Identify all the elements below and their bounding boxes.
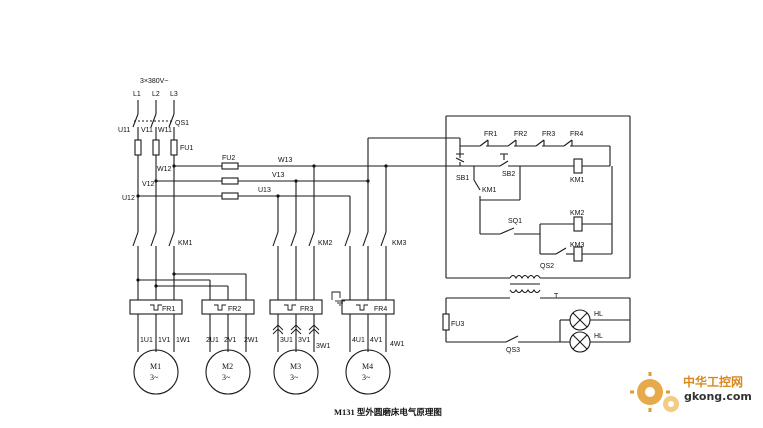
m1-terminal-w: 1W1 <box>176 337 191 344</box>
watermark-site: gkong.com <box>684 390 752 403</box>
m3-terminal-u: 3U1 <box>280 337 293 344</box>
sq1-rung <box>479 166 613 262</box>
bus-w13-label: W13 <box>278 157 293 164</box>
lamp-hl2-label: HL <box>594 333 603 340</box>
km2-coil-label: KM2 <box>570 210 585 217</box>
fuse-fu3-label: FU3 <box>451 321 464 328</box>
lamp-hl1-label: HL <box>594 311 603 318</box>
motor-m2-name: M2 <box>222 362 233 371</box>
main-supply-lines <box>132 100 175 140</box>
bus-v13-label: V13 <box>272 172 285 179</box>
fuse-fu2-label: FU2 <box>222 155 235 162</box>
transformer-label: T <box>554 293 559 300</box>
stop-start-rung <box>455 153 610 174</box>
phase-l1-label: L1 <box>133 91 141 98</box>
motor-m2-phase: 3~ <box>222 373 231 382</box>
m4-terminal-v: 4V1 <box>370 337 383 344</box>
bus-w12-label: W12 <box>157 166 172 173</box>
m1-terminal-v: 1V1 <box>158 337 171 344</box>
bus-v12 <box>154 177 368 185</box>
bus-u13-label: U13 <box>258 187 271 194</box>
phase-verticals <box>137 155 175 232</box>
m2-terminal-w: 2W1 <box>244 337 259 344</box>
lamp-switch-label: QS3 <box>506 347 520 354</box>
phase-l3-label: L3 <box>170 91 178 98</box>
motor-m4-name: M4 <box>362 362 373 371</box>
start-button-label: SB2 <box>502 171 515 178</box>
m1-terminal-u: 1U1 <box>140 337 153 344</box>
thermal-relay-fr2-label: FR2 <box>228 306 241 313</box>
stop-button-label: SB1 <box>456 175 469 182</box>
selector-qs2-label: QS2 <box>540 263 554 270</box>
contactor-km2 <box>272 231 315 300</box>
fr-contacts <box>459 138 611 166</box>
motor-m3-name: M3 <box>290 362 301 371</box>
m2-terminal-v: 2V1 <box>224 337 237 344</box>
thermal-relay-fr4-label: FR4 <box>374 306 387 313</box>
fr4-contact-label: FR4 <box>570 131 583 138</box>
fuse-fu1 <box>134 139 178 156</box>
bus-u12 <box>136 192 350 200</box>
bus-w12 <box>172 162 460 170</box>
watermark-brand: 中华工控网 <box>683 374 743 389</box>
motor-leads <box>137 314 387 352</box>
bus-u12-label: U12 <box>122 195 135 202</box>
contactor-km1-label: KM1 <box>178 240 193 247</box>
terminal-v11-label: V11 <box>141 127 153 134</box>
limit-switch-label: SQ1 <box>508 218 522 225</box>
contactor-km2-label: KM2 <box>318 240 333 247</box>
control-frame <box>445 115 631 279</box>
gkong-logo <box>630 372 679 412</box>
bus-v12-label: V12 <box>142 181 155 188</box>
motor-m3-phase: 3~ <box>290 373 299 382</box>
fuse-fu1-label: FU1 <box>180 145 193 152</box>
motor-m4-phase: 3~ <box>362 373 371 382</box>
fr1-contact-label: FR1 <box>484 131 497 138</box>
motor-m1-phase: 3~ <box>150 373 159 382</box>
thermal-relay-fr1-label: FR1 <box>162 306 175 313</box>
fr3-contact-label: FR3 <box>542 131 555 138</box>
km1-aux-label: KM1 <box>482 187 497 194</box>
main-switch-label: QS1 <box>175 120 189 127</box>
thermal-relay-fr3 <box>269 299 323 315</box>
m4-terminal-u: 4U1 <box>352 337 365 344</box>
phase-l2-label: L2 <box>152 91 160 98</box>
fr2-contact-label: FR2 <box>514 131 527 138</box>
bus-drops <box>276 137 460 232</box>
motor-m1: M1 3~ <box>133 349 179 395</box>
motor-m2: M2 3~ <box>205 349 251 395</box>
motor-m1-name: M1 <box>150 362 161 371</box>
terminal-w11-label: W11 <box>158 127 172 134</box>
km1-coil-label: KM1 <box>570 177 585 184</box>
contactor-km3 <box>344 231 387 300</box>
thermal-relay-fr3-label: FR3 <box>300 306 313 313</box>
km1-aux-contact <box>473 166 521 201</box>
diagram-caption: M131 型外圆磨床电气原理图 <box>334 407 442 417</box>
km3-coil-label: KM3 <box>570 242 585 249</box>
transformer-t <box>509 274 541 294</box>
supply-voltage-label: 3×380V~ <box>140 78 168 85</box>
m4-terminal-w: 4W1 <box>390 341 405 348</box>
contactor-km3-label: KM3 <box>392 240 407 247</box>
terminal-u11-label: U11 <box>118 127 130 134</box>
contactor-km1 <box>132 231 175 300</box>
motor-m4: M4 3~ <box>345 349 391 395</box>
m3-terminal-w: 3W1 <box>316 343 331 350</box>
motor-m3: M3 3~ <box>273 349 319 395</box>
ground-symbol <box>331 291 345 306</box>
m2-terminal-u: 2U1 <box>206 337 219 344</box>
m2-branch <box>136 272 247 300</box>
lamp-circuit <box>442 297 631 353</box>
m3-terminal-v: 3V1 <box>298 337 311 344</box>
